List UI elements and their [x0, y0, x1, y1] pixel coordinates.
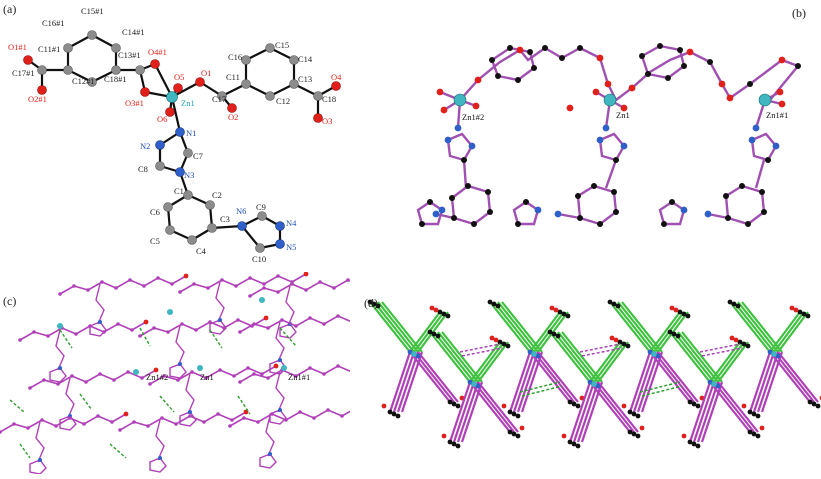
- label-c14-1: C14#1: [122, 27, 145, 37]
- label-c18: C18: [322, 94, 336, 104]
- panel-c-layer-1: [57, 270, 380, 339]
- label-c16: C16: [228, 52, 242, 62]
- panel-b-chain: Zn1#2 Zn1 Zn1#1: [416, 43, 801, 227]
- label-c17-1: C17#1: [12, 68, 35, 78]
- label-c10: C10: [252, 254, 266, 264]
- panel-a-tag: (a): [3, 2, 17, 16]
- label-c6: C6: [150, 207, 160, 217]
- label-b-zn1-1: Zn1#1: [766, 110, 788, 120]
- label-b-zn1: Zn1: [616, 110, 630, 120]
- label-c7: C7: [193, 151, 203, 161]
- panel-d: (d): [350, 272, 821, 474]
- label-o3-1: O3#1: [125, 98, 144, 108]
- label-zn1: Zn1: [181, 98, 195, 108]
- panel-b-tag: (b): [792, 6, 806, 20]
- label-c18-1: C18#1: [104, 74, 127, 84]
- label-c15: C15: [275, 40, 289, 50]
- panel-d-packing: [366, 298, 821, 450]
- label-c16-1: C16#1: [42, 18, 65, 28]
- label-n4: N4: [286, 218, 297, 228]
- panel-d-tag: (d): [364, 296, 378, 310]
- label-c12: C12: [276, 96, 290, 106]
- label-c9: C9: [256, 202, 266, 212]
- label-c11: C11: [226, 72, 240, 82]
- label-c17: C17: [212, 94, 226, 104]
- label-n5: N5: [286, 242, 296, 252]
- label-c15-1: C15#1: [81, 6, 104, 16]
- panel-a: (a): [0, 0, 410, 272]
- label-c2: C2: [212, 190, 222, 200]
- panel-c-network: Zn1#2 Zn1 Zn1#1: [0, 270, 380, 475]
- label-c13-1: C13#1: [118, 50, 141, 60]
- label-c3: C3: [220, 214, 230, 224]
- label-o4: O4: [331, 72, 342, 82]
- label-n3: N3: [184, 170, 194, 180]
- label-o2-1: O2#1: [28, 94, 47, 104]
- label-c14: C14: [298, 54, 313, 64]
- label-o1: O1: [201, 68, 211, 78]
- panel-c: (c): [0, 270, 380, 475]
- label-c8: C8: [138, 164, 148, 174]
- label-c11-1: C11#1: [38, 44, 60, 54]
- label-o1-1: O1#1: [8, 42, 27, 52]
- label-c13: C13: [298, 74, 312, 84]
- label-o5: O5: [174, 72, 184, 82]
- label-c-zn1-2: Zn1#2: [146, 372, 168, 382]
- label-c12-1: C12#1: [72, 76, 95, 86]
- panel-c-layer-4: [0, 404, 360, 475]
- panel-c-tag: (c): [3, 294, 17, 308]
- label-c5: C5: [150, 236, 160, 246]
- label-c-zn1-1: Zn1#1: [288, 372, 310, 382]
- label-n2: N2: [140, 141, 150, 151]
- panel-a-molecule: C15#1 C16#1 C14#1 O1#1 C11#1 C13#1 O4#1 …: [8, 6, 342, 264]
- label-o3: O3: [322, 116, 332, 126]
- label-n1: N1: [186, 128, 196, 138]
- label-o2: O2: [228, 112, 238, 122]
- label-c1: C1: [174, 186, 184, 196]
- label-c4: C4: [196, 246, 207, 256]
- label-b-zn1-2: Zn1#2: [462, 112, 484, 122]
- label-n6: N6: [236, 206, 246, 216]
- label-c-zn1: Zn1: [200, 372, 214, 382]
- label-o4-1: O4#1: [148, 47, 167, 57]
- panel-b: (b): [410, 0, 821, 272]
- label-o6: O6: [157, 114, 167, 124]
